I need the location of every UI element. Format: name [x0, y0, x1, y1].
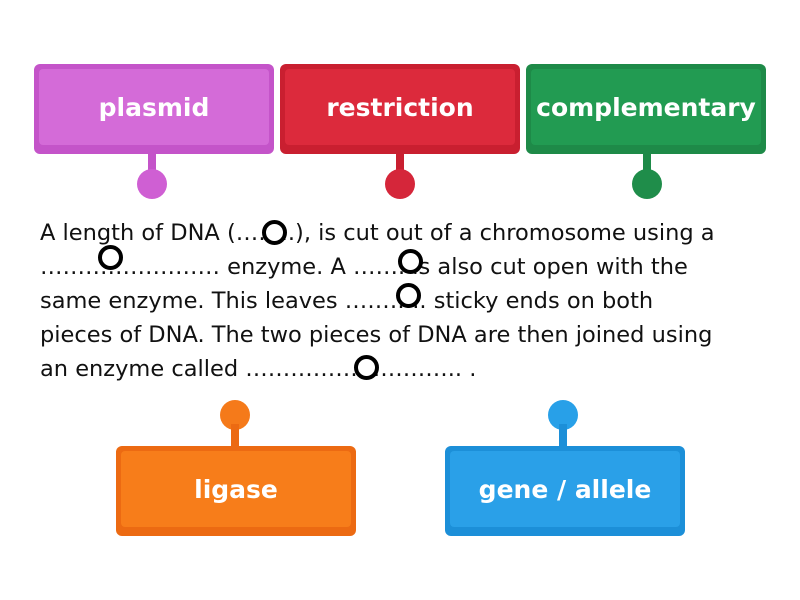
- tile-face: [285, 69, 515, 145]
- tile-label: plasmid: [98, 92, 210, 122]
- tile-label: restriction: [326, 92, 474, 122]
- connector-stem: [559, 424, 567, 448]
- tile-label: ligase: [194, 474, 278, 504]
- tile-ligase[interactable]: ligase: [116, 446, 356, 536]
- tile-face: [39, 69, 269, 145]
- connector-stem: [643, 154, 651, 176]
- tile-complementary[interactable]: complementary: [526, 64, 766, 154]
- drop-slot-5[interactable]: [354, 355, 379, 380]
- drop-slot-1[interactable]: [262, 220, 287, 245]
- connector-stem: [396, 154, 404, 176]
- cloze-passage: A length of DNA (……..), is cut out of a …: [40, 216, 780, 386]
- passage-line: pieces of DNA. The two pieces of DNA are…: [40, 322, 713, 348]
- tile-plasmid[interactable]: plasmid: [34, 64, 274, 154]
- connector-stem: [231, 424, 239, 448]
- tile-label: complementary: [536, 92, 756, 122]
- connector-stem: [148, 154, 156, 176]
- passage-line: an enzyme called ……………………….. .: [40, 356, 477, 382]
- drop-slot-3[interactable]: [398, 249, 423, 274]
- tile-face: [450, 451, 680, 527]
- drop-slot-2[interactable]: [98, 245, 123, 270]
- tile-face: [531, 69, 761, 145]
- drop-slot-4[interactable]: [396, 283, 421, 308]
- tile-face: [121, 451, 351, 527]
- tile-gene-allele[interactable]: gene / allele: [445, 446, 685, 536]
- tile-restriction[interactable]: restriction: [280, 64, 520, 154]
- tile-label: gene / allele: [478, 474, 652, 504]
- passage-line: A length of DNA (……..), is cut out of a …: [40, 220, 715, 246]
- drag-handle[interactable]: [385, 169, 415, 199]
- passage-line: same enzyme. This leaves ……….. sticky en…: [40, 288, 654, 314]
- drag-handle[interactable]: [632, 169, 662, 199]
- passage-line: …………………… enzyme. A ……. is also cut open …: [40, 254, 688, 280]
- drag-handle[interactable]: [137, 169, 167, 199]
